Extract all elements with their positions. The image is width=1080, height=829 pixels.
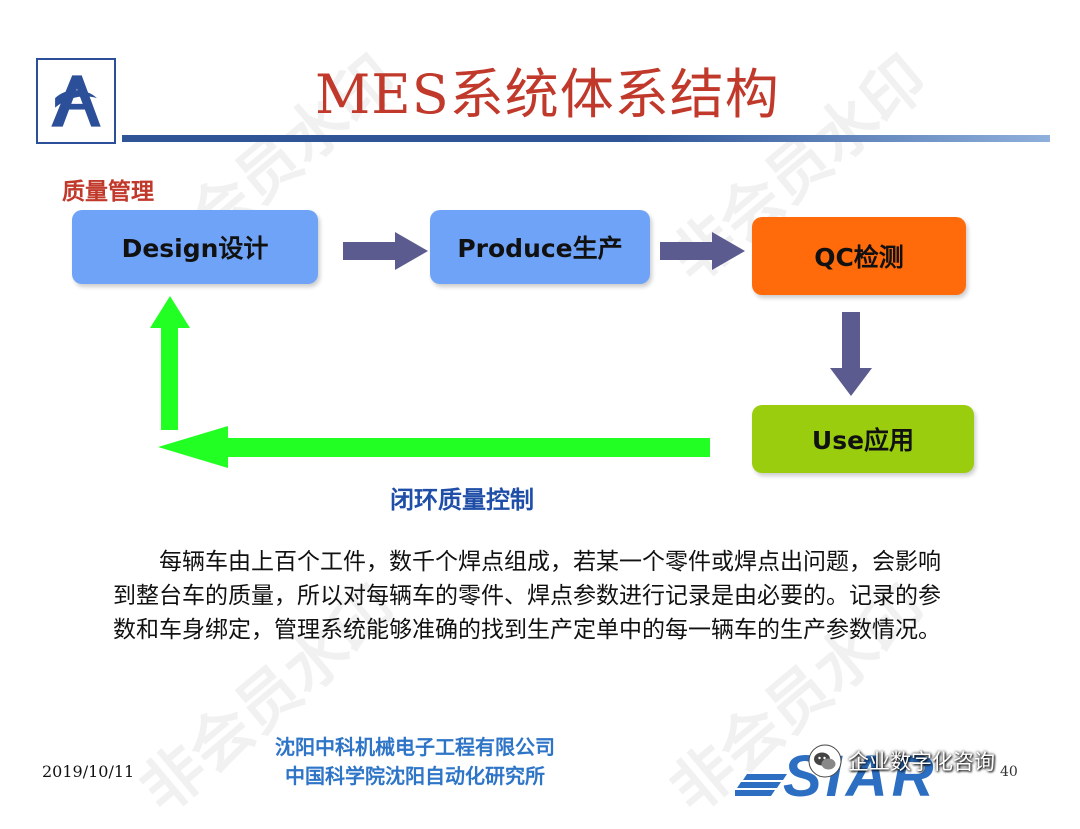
closed-loop-label: 闭环质量控制 bbox=[390, 486, 534, 514]
wechat-account-badge: 企业数字化咨询 bbox=[808, 744, 995, 778]
arrow-produce-to-qc bbox=[660, 232, 745, 270]
slide-title: MES系统体系结构 bbox=[315, 63, 780, 126]
process-qc-box: QC检测 bbox=[752, 217, 966, 295]
process-use-box: Use应用 bbox=[752, 405, 974, 473]
flow-arrows bbox=[150, 232, 872, 468]
siar-logo-text: SIAR bbox=[783, 744, 938, 802]
slide-date: 2019/10/11 bbox=[42, 762, 135, 781]
process-design-box: Design设计 bbox=[72, 210, 318, 284]
process-produce-box: Produce生产 bbox=[430, 210, 650, 284]
arrow-design-to-produce bbox=[343, 232, 428, 270]
sia-logo-icon bbox=[43, 65, 109, 137]
wechat-icon bbox=[808, 744, 842, 778]
arrow-qc-to-use bbox=[830, 312, 872, 396]
footer-org-line-1: 沈阳中科机械电子工程有限公司 bbox=[275, 735, 555, 759]
company-logo bbox=[36, 58, 116, 144]
arrow-loop-left bbox=[158, 426, 710, 468]
wechat-account-name: 企业数字化咨询 bbox=[848, 750, 995, 774]
arrow-loop-up bbox=[150, 296, 190, 430]
page-number: 40 bbox=[1000, 764, 1018, 780]
section-label: 质量管理 bbox=[62, 179, 154, 205]
header-divider bbox=[122, 135, 1050, 142]
footer-org-line-2: 中国科学院沈阳自动化研究所 bbox=[285, 764, 545, 788]
siar-logo: SIAR bbox=[735, 744, 938, 802]
description-paragraph: 每辆车由上百个工件，数千个焊点组成，若某一个零件或焊点出问题，会影响到整台车的质… bbox=[113, 549, 941, 643]
